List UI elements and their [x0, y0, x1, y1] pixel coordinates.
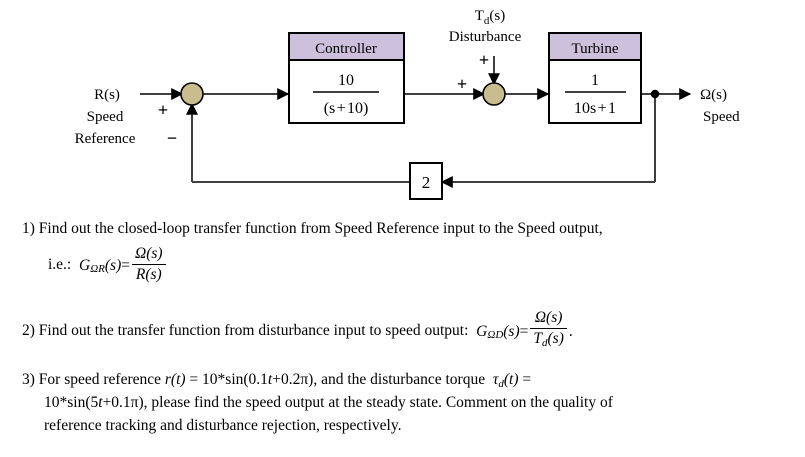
disturbance-desc-label: Disturbance	[449, 29, 522, 45]
feedback-gain-block: 2	[409, 162, 443, 200]
disturbance-signal-T: T	[475, 8, 484, 24]
summing-junction-reference	[180, 82, 204, 106]
summing-junction-disturbance	[482, 82, 506, 106]
question-3-prefix: 3) For speed reference	[22, 371, 161, 388]
question-2-den-argument: (s)	[547, 330, 564, 347]
controller-block: Controller 10 (s + 10)	[288, 32, 405, 124]
question-2-den-subscript: d	[542, 337, 548, 350]
question-3-t-var-1: t	[267, 371, 273, 388]
question-2-period: .	[568, 323, 573, 341]
question-2-G-argument: (s)	[503, 323, 520, 341]
controller-numerator: 10	[338, 72, 354, 89]
controller-denominator: (s + 10)	[324, 100, 369, 117]
question-2-line: 2) Find out the transfer function from d…	[22, 309, 573, 353]
reference-desc-line2: Reference	[75, 131, 136, 147]
question-1-line-2: i.e.: GΩR(s)=Ω(s)R(s)	[48, 245, 168, 285]
question-1-line-1: 1) Find out the closed-loop transfer fun…	[22, 220, 603, 237]
question-3-tau-argument: (t)	[503, 371, 519, 388]
question-3-ref-expr: = 10*sin(0.1	[189, 371, 268, 388]
sum1-minus-sign: −	[167, 128, 177, 148]
output-signal-label: Ω(s)	[700, 87, 727, 103]
question-3-line-2: 10*sin(5t+0.1π), please find the speed o…	[44, 391, 613, 414]
sum1-plus-sign: +	[158, 100, 168, 120]
feedback-gain-outline	[409, 162, 443, 200]
reference-desc-line1: Speed	[87, 109, 124, 125]
question-2-text: 2) Find out the transfer function from d…	[22, 322, 469, 340]
question-1-equals: =	[121, 257, 130, 274]
question-2-G-subscript: ΩD	[487, 329, 504, 342]
question-2-fraction-numerator: Ω(s)	[530, 309, 567, 329]
question-3-dist-expr-tail: +0.1π), please find the speed output at …	[102, 394, 613, 411]
reference-signal-label: R(s)	[94, 87, 120, 103]
turbine-block: Turbine 1 10s + 1	[548, 32, 642, 124]
question-3-r-of-t: r(t)	[164, 371, 186, 388]
question-3-line-1: 3) For speed reference r(t) = 10*sin(0.1…	[22, 368, 531, 396]
output-desc-label: Speed	[703, 109, 740, 125]
question-1-ie-prefix: i.e.:	[48, 256, 72, 274]
question-1-G-symbol: G	[79, 257, 91, 274]
question-1-fraction: Ω(s)R(s)	[132, 245, 166, 284]
disturbance-signal-label: Td(s)	[475, 8, 506, 27]
sum2-plus-sign-forward: +	[457, 74, 467, 94]
question-3-tau-subscript: d	[498, 378, 504, 391]
block-diagram-svg: Controller 10 (s + 10) Turbine 1 10s + 1…	[75, 8, 740, 200]
block-diagram: Controller 10 (s + 10) Turbine 1 10s + 1…	[0, 0, 805, 205]
output-takeoff-node	[650, 89, 660, 99]
turbine-block-title: Turbine	[572, 41, 619, 57]
question-2-fraction: Ω(s)Td(s)	[530, 309, 567, 352]
question-2-G-symbol: G	[476, 323, 488, 341]
question-3-line-3: reference tracking and disturbance rejec…	[44, 417, 402, 434]
question-2-fraction-denominator: Td(s)	[530, 329, 566, 352]
sum2-plus-sign-disturbance: +	[479, 50, 489, 70]
questions-section: 1) Find out the closed-loop transfer fun…	[0, 205, 805, 457]
turbine-numerator: 1	[591, 72, 599, 89]
controller-block-title: Controller	[315, 41, 377, 57]
turbine-denominator: 10s + 1	[574, 100, 616, 117]
question-3-dist-expr: 10*sin(5	[44, 394, 99, 411]
disturbance-signal-subscript: d	[484, 15, 490, 27]
question-1-G-argument: (s)	[104, 257, 122, 274]
question-1-fraction-numerator: Ω(s)	[132, 245, 166, 265]
question-3-t-var-2: t	[98, 394, 103, 411]
disturbance-signal-arg: (s)	[489, 8, 505, 24]
question-1-G-subscript: ΩR	[90, 263, 105, 276]
feedback-gain-value: 2	[422, 173, 431, 192]
turbine-block-header-fill	[550, 34, 640, 60]
question-2-den-T: T	[533, 330, 542, 347]
question-3-tau-symbol: τ	[492, 371, 499, 388]
question-2-equals: =	[519, 323, 529, 341]
question-1-fraction-denominator: R(s)	[135, 266, 162, 283]
question-3-equals: =	[522, 371, 532, 388]
controller-block-header-fill	[290, 34, 403, 60]
question-3-ref-expr-tail: +0.2π), and the disturbance torque	[272, 371, 486, 388]
